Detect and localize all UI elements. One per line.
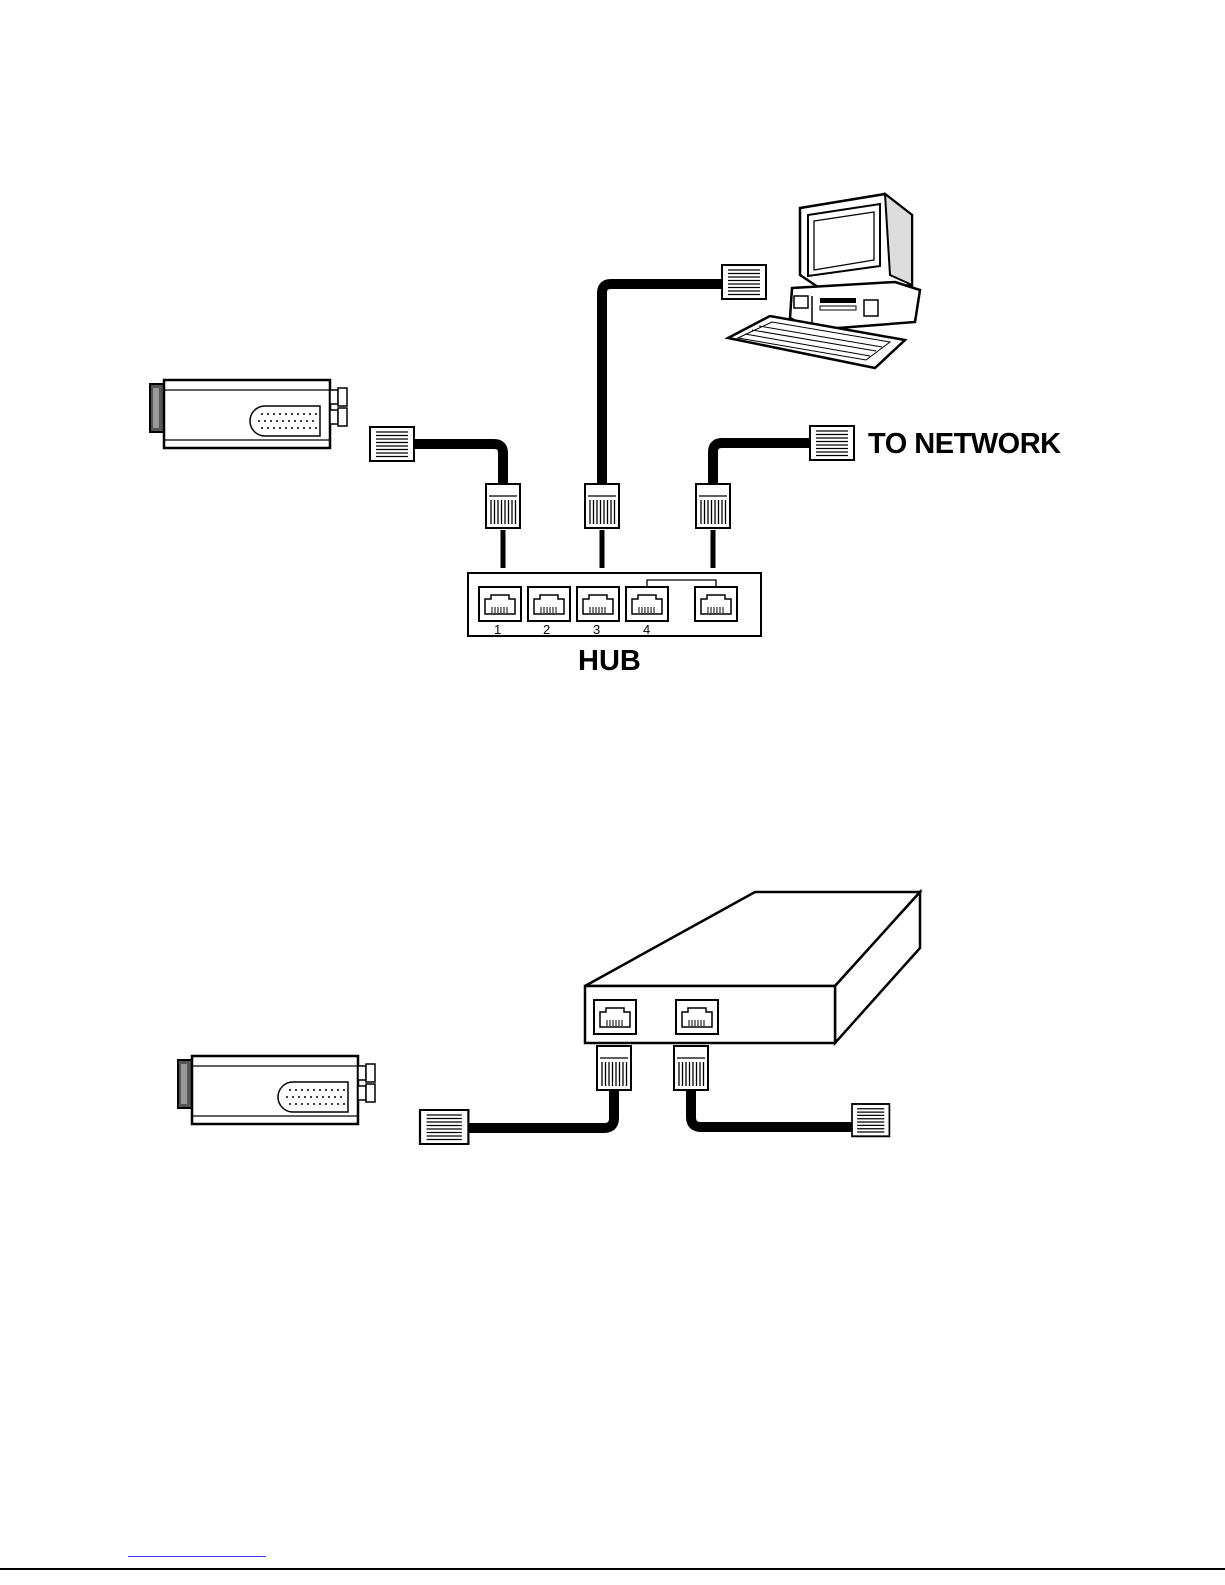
hub-label: HUB (578, 645, 641, 678)
cable (466, 1088, 853, 1128)
top-diagram (150, 194, 920, 636)
rj45-jack-icon (528, 587, 570, 621)
rj45-plug-icon (722, 265, 766, 299)
to-network-label: TO NETWORK (868, 428, 1061, 461)
router-icon (585, 892, 920, 1043)
rj45-plug-icon (696, 484, 730, 528)
rj45-plug-icon (486, 484, 520, 528)
rj45-jack-icon (626, 587, 668, 621)
rj45-jack-icon (594, 1000, 636, 1034)
rj45-plug-icon (674, 1046, 708, 1090)
rj45-jack-icon (695, 587, 737, 621)
footer-link-underline[interactable] (128, 1556, 266, 1557)
footer-divider (0, 1568, 1225, 1570)
hub-icon (468, 573, 761, 636)
bottom-diagram (178, 892, 920, 1144)
hub-port-number: 3 (593, 622, 600, 637)
rj45-plug-icon (370, 427, 414, 461)
rj45-jack-icon (479, 587, 521, 621)
rj45-plug-icon (852, 1104, 889, 1136)
rj45-plug-icon (597, 1046, 631, 1090)
cable (414, 284, 810, 484)
rj45-plug-icon (810, 426, 854, 460)
rj45-jack-icon (577, 587, 619, 621)
hub-port-number: 4 (643, 622, 650, 637)
hub-port-number: 2 (543, 622, 550, 637)
camera-icon (178, 1056, 375, 1124)
camera-icon (150, 380, 347, 448)
rj45-plug-icon (585, 484, 619, 528)
rj45-jack-icon (676, 1000, 718, 1034)
hub-port-number: 1 (494, 622, 501, 637)
rj45-plug-icon (420, 1110, 468, 1144)
